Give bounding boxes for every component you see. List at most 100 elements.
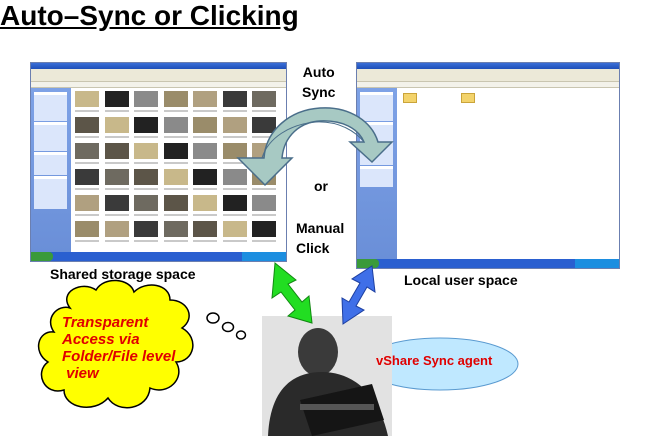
thumbnail-caption xyxy=(252,110,276,112)
thumbnail-caption xyxy=(75,214,99,216)
start-button xyxy=(357,259,379,268)
image-thumbnail xyxy=(75,169,99,185)
person-laptop-image xyxy=(262,316,392,436)
image-thumbnail xyxy=(222,195,247,211)
thumbnail-caption xyxy=(252,136,276,138)
image-thumbnail xyxy=(104,195,129,211)
address-bar xyxy=(31,82,286,88)
window-title-bar xyxy=(31,63,286,69)
thumbnail-caption xyxy=(222,240,247,242)
thumbnail-caption xyxy=(134,214,158,216)
thumbnail-caption xyxy=(193,214,217,216)
image-thumbnail xyxy=(252,221,276,237)
image-thumbnail xyxy=(134,221,158,237)
image-thumbnail xyxy=(163,117,188,133)
image-thumbnail xyxy=(163,221,188,237)
image-thumbnail xyxy=(134,117,158,133)
thumbnail-caption xyxy=(222,214,247,216)
image-thumbnail xyxy=(222,221,247,237)
cloud-line: Folder/File level xyxy=(62,348,176,365)
image-thumbnail xyxy=(222,143,247,159)
thumbnail-caption xyxy=(193,136,217,138)
folder-icon xyxy=(461,93,475,103)
local-user-label: Local user space xyxy=(404,272,518,288)
image-thumbnail xyxy=(193,195,217,211)
thumbnail-caption xyxy=(193,110,217,112)
image-thumbnail xyxy=(252,195,276,211)
thumbnail-caption xyxy=(163,136,188,138)
start-button xyxy=(31,252,53,261)
thumbnail-caption xyxy=(193,162,217,164)
thumbnail-caption xyxy=(104,162,129,164)
thumbnail-caption xyxy=(75,188,99,190)
thumbnail-caption xyxy=(222,162,247,164)
image-thumbnail xyxy=(104,169,129,185)
thumbnail-grid xyxy=(75,91,282,249)
image-thumbnail xyxy=(193,221,217,237)
image-thumbnail xyxy=(193,117,217,133)
system-tray xyxy=(242,252,286,261)
auto-sync-line2: Sync xyxy=(302,84,336,100)
thumbnail-caption xyxy=(134,136,158,138)
shared-storage-label: Shared storage space xyxy=(50,266,196,282)
image-thumbnail xyxy=(75,91,99,107)
image-thumbnail xyxy=(252,91,276,107)
thumbnail-caption xyxy=(104,188,129,190)
toolbar xyxy=(357,74,619,82)
thumbnail-caption xyxy=(163,240,188,242)
thumbnail-caption xyxy=(104,240,129,242)
agent-label: vShare Sync agent xyxy=(376,353,493,368)
thumbnail-caption xyxy=(163,162,188,164)
image-thumbnail xyxy=(75,143,99,159)
thumbnail-caption xyxy=(134,188,158,190)
image-thumbnail xyxy=(134,195,158,211)
toolbar xyxy=(31,74,286,82)
menu-bar xyxy=(31,69,286,74)
green-double-arrow xyxy=(271,262,313,324)
menu-bar xyxy=(357,69,619,74)
thumbnail-caption xyxy=(252,240,276,242)
thought-bubbles xyxy=(206,312,247,340)
manual-click-label: Manual Click xyxy=(296,218,344,258)
image-thumbnail xyxy=(193,143,217,159)
thumbnail-caption xyxy=(193,240,217,242)
auto-sync-line1: Auto xyxy=(302,64,335,80)
thumbnail-caption xyxy=(222,188,247,190)
thumbnail-caption xyxy=(75,162,99,164)
image-thumbnail xyxy=(104,221,129,237)
image-thumbnail xyxy=(104,117,129,133)
system-tray xyxy=(575,259,619,268)
image-thumbnail xyxy=(75,221,99,237)
thumbnail-caption xyxy=(163,110,188,112)
thumbnail-caption xyxy=(163,188,188,190)
image-thumbnail xyxy=(252,117,276,133)
taskbar xyxy=(357,259,619,268)
image-thumbnail xyxy=(75,117,99,133)
thumbnail-caption xyxy=(163,214,188,216)
thumbnail-caption xyxy=(104,136,129,138)
blue-double-arrow xyxy=(341,265,376,325)
image-thumbnail xyxy=(134,169,158,185)
image-thumbnail xyxy=(222,117,247,133)
cloud-line: Transparent xyxy=(62,314,149,331)
image-thumbnail xyxy=(104,91,129,107)
image-thumbnail xyxy=(222,169,247,185)
image-thumbnail xyxy=(134,91,158,107)
thumbnail-caption xyxy=(75,110,99,112)
image-thumbnail xyxy=(163,195,188,211)
cloud-line: view xyxy=(62,365,99,382)
local-user-window xyxy=(356,62,620,269)
task-pane xyxy=(31,88,71,252)
manual-line1: Manual xyxy=(296,220,345,236)
thumbnail-caption xyxy=(134,162,158,164)
yellow-cloud xyxy=(37,279,194,409)
thumbnail-caption xyxy=(252,214,276,216)
thumbnail-caption xyxy=(222,110,247,112)
cloud-text: Transparent Access via Folder/File level… xyxy=(62,314,212,382)
window-title-bar xyxy=(357,63,619,69)
image-thumbnail xyxy=(193,91,217,107)
image-thumbnail xyxy=(163,169,188,185)
thumbnail-caption xyxy=(193,188,217,190)
image-thumbnail xyxy=(222,91,247,107)
image-thumbnail xyxy=(75,195,99,211)
